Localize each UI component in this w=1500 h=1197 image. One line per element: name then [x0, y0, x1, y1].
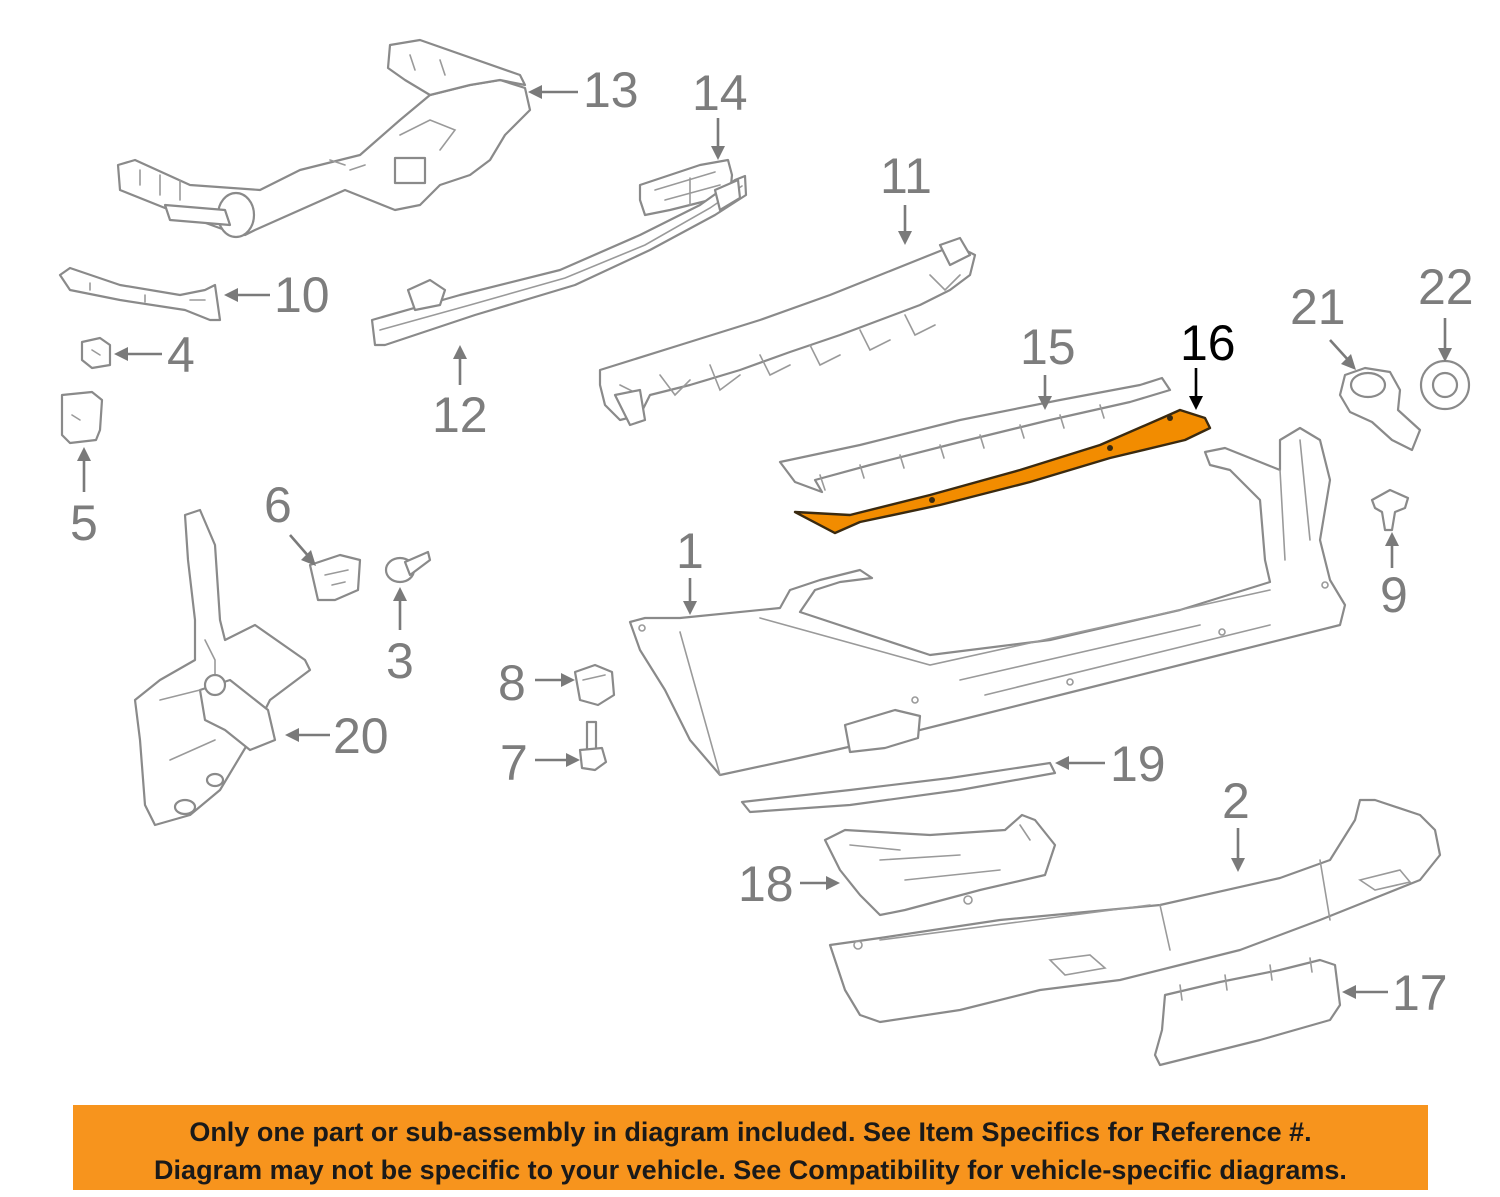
- part-6-clip: [308, 553, 362, 602]
- callout-10: 10: [274, 267, 330, 323]
- callout-13: 13: [583, 62, 639, 118]
- callout-7: 7: [500, 735, 528, 791]
- part-2-lower-valance: [828, 798, 1442, 1024]
- leader-lines: [77, 85, 1452, 999]
- part-10-bracket: [58, 266, 222, 322]
- disclaimer-banner: Only one part or sub-assembly in diagram…: [73, 1105, 1428, 1190]
- disclaimer-line-1: Only one part or sub-assembly in diagram…: [189, 1117, 1312, 1147]
- callout-6: 6: [264, 477, 292, 533]
- callout-3: 3: [386, 633, 414, 689]
- part-1-bumper-cover: [628, 426, 1347, 777]
- part-4-clip: [80, 336, 112, 370]
- callout-2: 2: [1222, 773, 1250, 829]
- callout-17: 17: [1392, 965, 1448, 1021]
- disclaimer-line-2: Diagram may not be specific to your vehi…: [154, 1155, 1347, 1185]
- callout-14: 14: [692, 65, 748, 121]
- callout-4: 4: [167, 327, 195, 383]
- part-20-bracket-assembly: [133, 508, 312, 827]
- part-19-molding-strip: [740, 761, 1057, 814]
- part-22-grommet: [1419, 359, 1471, 411]
- callout-8: 8: [498, 655, 526, 711]
- part-17-trim-panel: [1153, 957, 1342, 1067]
- part-5-nut: [60, 390, 104, 445]
- callout-1: 1: [676, 523, 704, 579]
- part-9-push-pin: [1370, 488, 1410, 532]
- part-21-sensor: [1338, 366, 1422, 452]
- part-16-highlighted-reinforcement: [793, 408, 1212, 535]
- callout-22: 22: [1418, 259, 1474, 315]
- callout-20: 20: [333, 708, 389, 764]
- callout-18: 18: [738, 856, 794, 912]
- callout-15: 15: [1020, 319, 1076, 375]
- callout-9: 9: [1380, 567, 1408, 623]
- callout-labels: 13 14 11 10 12 4 5 15 16 21 22 9 6 3 1 8…: [70, 62, 1474, 1021]
- part-11-energy-absorber: [598, 236, 977, 427]
- part-13-trailer-hitch: [116, 38, 532, 239]
- callout-12: 12: [432, 387, 488, 443]
- part-8-nut: [573, 663, 616, 707]
- callout-19: 19: [1110, 736, 1166, 792]
- part-15-upper-strip: [778, 376, 1172, 494]
- callout-5: 5: [70, 495, 98, 551]
- part-18-lower-bracket: [823, 813, 1057, 917]
- callout-16: 16: [1180, 315, 1236, 371]
- part-12-impact-bar: [370, 174, 748, 347]
- part-7-bolt: [578, 720, 608, 772]
- callout-11: 11: [880, 148, 932, 204]
- part-3-bolt: [384, 550, 432, 584]
- callout-21: 21: [1290, 279, 1346, 335]
